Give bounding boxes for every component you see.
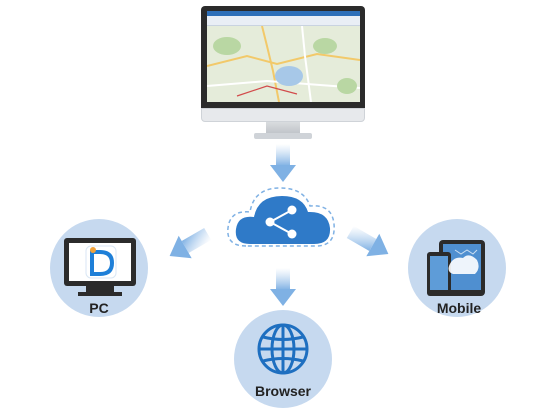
cloud-share-icon [227, 187, 335, 247]
monitor-chin [201, 108, 365, 122]
arrow-monitor-to-cloud [270, 144, 296, 182]
map-view [207, 25, 360, 102]
monitor-stand-base [254, 133, 312, 139]
arrow-cloud-to-browser [270, 268, 296, 306]
mobile-devices-icon [427, 240, 485, 296]
map-graphic [207, 25, 360, 102]
browser-label: Browser [254, 383, 312, 399]
arrow-cloud-to-pc [169, 227, 212, 259]
mobile-label: Mobile [436, 300, 482, 316]
pc-label: PC [89, 300, 109, 316]
pc-app-icon [64, 238, 136, 296]
monitor-stand-neck [266, 122, 300, 134]
app-title-bar [207, 11, 360, 16]
monitor-screen [207, 11, 360, 102]
arrow-cloud-to-mobile [346, 225, 389, 257]
globe-icon [257, 323, 309, 375]
app-toolbar [207, 16, 360, 26]
